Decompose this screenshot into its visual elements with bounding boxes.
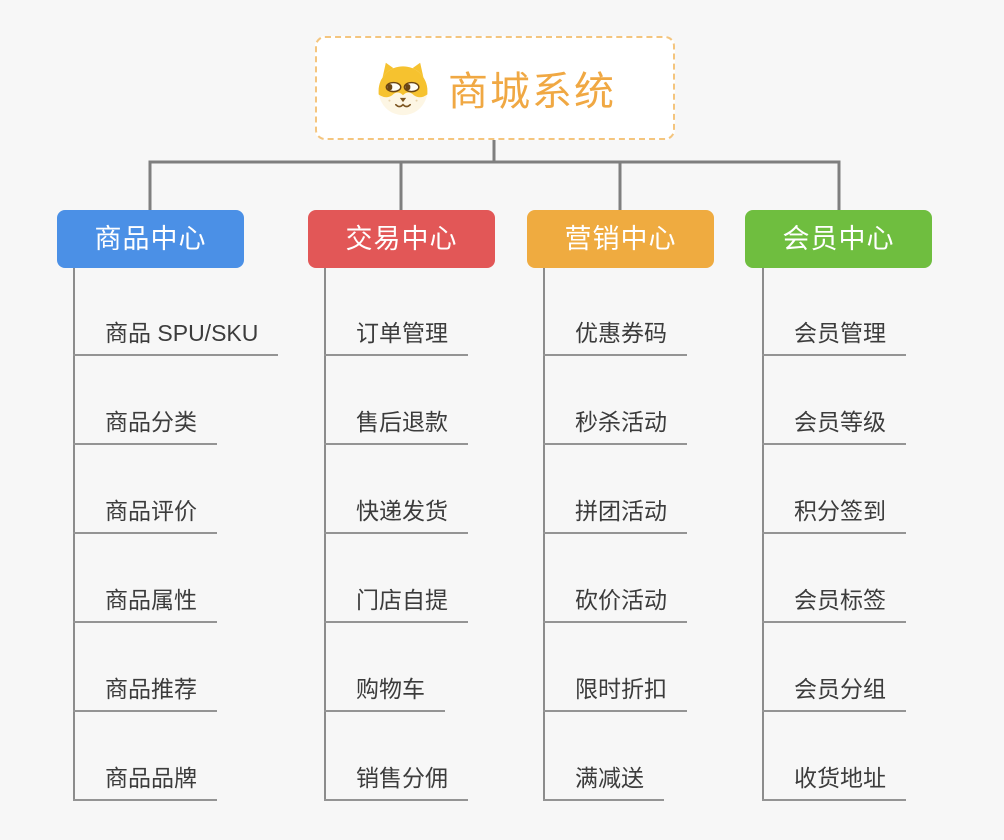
leaf-node[interactable]: 优惠券码 <box>543 318 687 356</box>
leaf-node[interactable]: 砍价活动 <box>543 585 687 623</box>
leaf-node[interactable]: 售后退款 <box>324 407 468 445</box>
leaf-node[interactable]: 拼团活动 <box>543 496 687 534</box>
leaf-node[interactable]: 秒杀活动 <box>543 407 687 445</box>
branch-node-marketing-center[interactable]: 营销中心 <box>527 210 714 268</box>
leaf-node[interactable]: 商品品牌 <box>73 763 217 801</box>
leaf-node[interactable]: 商品 SPU/SKU <box>73 318 279 356</box>
trunk-line <box>324 268 326 801</box>
branch-node-product-center[interactable]: 商品中心 <box>57 210 244 268</box>
leaf-node[interactable]: 商品分类 <box>73 407 217 445</box>
leaf-node[interactable]: 会员管理 <box>762 318 906 356</box>
branch-node-trade-center[interactable]: 交易中心 <box>308 210 495 268</box>
branch-node-member-center[interactable]: 会员中心 <box>745 210 932 268</box>
leaf-node[interactable]: 购物车 <box>324 674 445 712</box>
leaf-node[interactable]: 订单管理 <box>324 318 468 356</box>
root-title: 商城系统 <box>448 70 616 114</box>
leaf-node[interactable]: 满减送 <box>543 763 664 801</box>
leaf-node[interactable]: 会员标签 <box>762 585 906 623</box>
leaf-node[interactable]: 商品推荐 <box>73 674 217 712</box>
leaf-node[interactable]: 快递发货 <box>324 496 468 534</box>
leaf-node[interactable]: 积分签到 <box>762 496 906 534</box>
root-node[interactable]: 商城系统 <box>315 36 675 140</box>
trunk-line <box>762 268 764 801</box>
leaf-node[interactable]: 会员等级 <box>762 407 906 445</box>
leaf-node[interactable]: 销售分佣 <box>324 763 468 801</box>
leaf-node[interactable]: 商品属性 <box>73 585 217 623</box>
dog-icon <box>378 62 428 116</box>
trunk-line <box>543 268 545 801</box>
trunk-line <box>73 268 75 801</box>
leaf-node[interactable]: 会员分组 <box>762 674 906 712</box>
leaf-node[interactable]: 限时折扣 <box>543 674 687 712</box>
leaf-node[interactable]: 收货地址 <box>762 763 906 801</box>
leaf-node[interactable]: 门店自提 <box>324 585 468 623</box>
leaf-node[interactable]: 商品评价 <box>73 496 217 534</box>
